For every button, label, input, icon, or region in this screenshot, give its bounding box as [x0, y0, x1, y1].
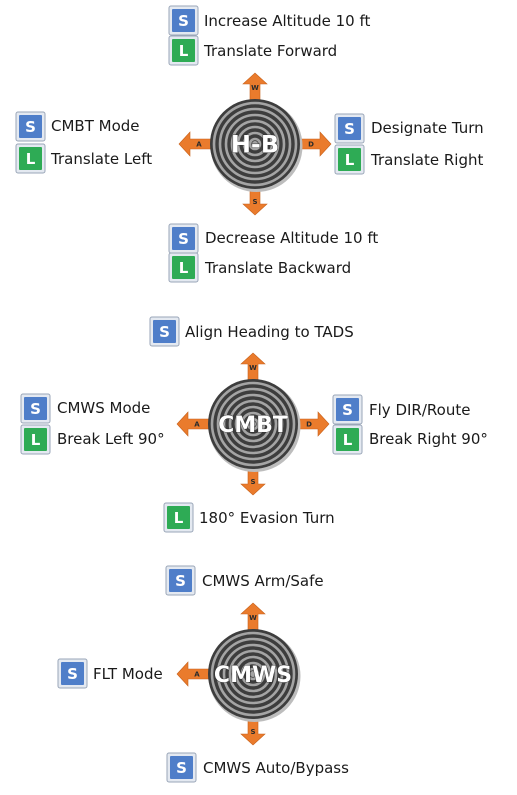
- cmws-up-short-text: CMWS Arm/Safe: [202, 572, 324, 590]
- cmbt-hat-label: CMBT: [218, 413, 288, 438]
- cmbt-dir-letter-up: W: [249, 364, 257, 372]
- cmws-dir-letter-down: S: [250, 728, 255, 736]
- hb-left-long-text: Translate Left: [50, 150, 152, 168]
- cmbt-right-long-badge: L: [332, 424, 363, 455]
- cmbt-right-short-text: Fly DIR/Route: [369, 401, 470, 419]
- short-press-key-letter: S: [344, 120, 355, 138]
- hb-down-long-badge: L: [168, 252, 199, 283]
- hb-up-short-badge: S: [168, 5, 199, 36]
- cmbt-dir-letter-left: A: [194, 421, 200, 429]
- short-press-key-letter: S: [67, 665, 78, 683]
- hb-dir-letter-right: D: [308, 141, 314, 149]
- cmbt-left-long-badge: L: [20, 424, 51, 455]
- hb-left-short-badge: S: [15, 111, 46, 142]
- hb-left-short-text: CMBT Mode: [51, 117, 140, 135]
- hb-dir-letter-down: S: [252, 198, 257, 206]
- cmws-left-short-badge: S: [57, 658, 88, 689]
- long-press-key-letter: L: [179, 42, 189, 60]
- cmws-up-short-badge: S: [165, 565, 196, 596]
- cmbt-up-short-text: Align Heading to TADS: [185, 323, 354, 341]
- cmws-down-short-text: CMWS Auto/Bypass: [203, 759, 349, 777]
- cmbt-dir-letter-right: D: [306, 421, 312, 429]
- hb-up-long-text: Translate Forward: [203, 42, 337, 60]
- hb-dir-letter-left: A: [196, 141, 202, 149]
- hb-left-long-badge: L: [15, 143, 46, 174]
- hb-right-short-badge: S: [334, 113, 365, 144]
- cmbt-down-long-text: 180° Evasion Turn: [199, 509, 335, 527]
- long-press-key-letter: L: [343, 431, 353, 449]
- cmbt-right-long-text: Break Right 90°: [369, 430, 488, 448]
- cmws-left-short-text: FLT Mode: [93, 665, 163, 683]
- long-press-key-letter: L: [179, 259, 189, 277]
- short-press-key-letter: S: [176, 759, 187, 777]
- short-press-key-letter: S: [175, 572, 186, 590]
- hb-hat-knob: H-B: [210, 99, 303, 192]
- short-press-key-letter: S: [342, 401, 353, 419]
- long-press-key-letter: L: [345, 151, 355, 169]
- cmbt-hat-knob: CMBT: [208, 379, 301, 472]
- cmbt-right-short-badge: S: [332, 394, 363, 425]
- cmbt-down-long-badge: L: [163, 502, 194, 533]
- cmws-down-short-badge: S: [166, 752, 197, 783]
- short-press-key-letter: S: [178, 12, 189, 30]
- hb-down-long-text: Translate Backward: [204, 259, 351, 277]
- cmws-hat-label: CMWS: [214, 663, 292, 688]
- cmbt-up-short-badge: S: [149, 316, 180, 347]
- hb-down-short-text: Decrease Altitude 10 ft: [205, 229, 378, 247]
- hb-right-short-text: Designate Turn: [371, 119, 484, 137]
- hb-up-long-badge: L: [168, 35, 199, 66]
- cmws-dir-letter-left: A: [194, 671, 200, 679]
- short-press-key-letter: S: [159, 323, 170, 341]
- hb-down-short-badge: S: [168, 223, 199, 254]
- hb-dir-letter-up: W: [251, 84, 259, 92]
- cmbt-dir-letter-down: S: [250, 478, 255, 486]
- cmbt-left-short-badge: S: [20, 393, 51, 424]
- cmbt-left-short-text: CMWS Mode: [57, 399, 150, 417]
- hb-hat-label: H-B: [231, 131, 279, 159]
- short-press-key-letter: S: [178, 230, 189, 248]
- short-press-key-letter: S: [30, 400, 41, 418]
- hb-right-long-badge: L: [334, 144, 365, 175]
- hb-right-long-text: Translate Right: [370, 151, 483, 169]
- hb-up-short-text: Increase Altitude 10 ft: [204, 12, 371, 30]
- long-press-key-letter: L: [31, 431, 41, 449]
- cmbt-left-long-text: Break Left 90°: [57, 430, 165, 448]
- cmws-hat-knob: CMWS: [208, 629, 301, 722]
- cmws-dir-letter-up: W: [249, 614, 257, 622]
- long-press-key-letter: L: [26, 150, 36, 168]
- short-press-key-letter: S: [25, 118, 36, 136]
- long-press-key-letter: L: [174, 509, 184, 527]
